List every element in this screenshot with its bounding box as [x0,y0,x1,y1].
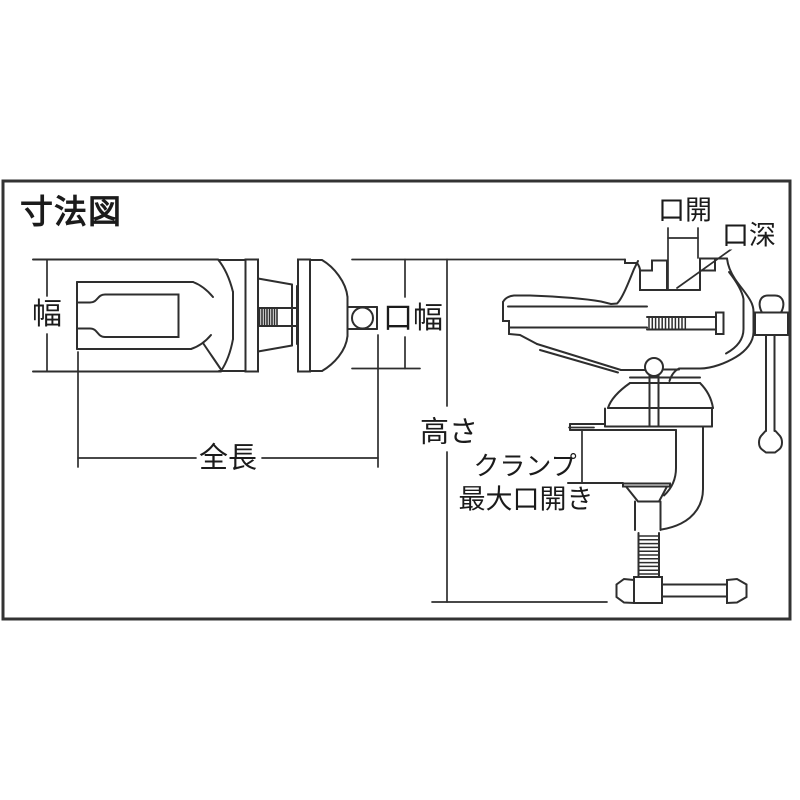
width-label: 幅 [30,298,64,331]
front-view-drawing [32,258,378,373]
front-view-dimensions [46,258,626,468]
jaw-depth-leader-line [676,247,734,289]
clamp-max-opening-label-line1: クランプ [471,451,579,481]
jaw-depth-label: 口深 [720,220,778,251]
jaw-width-label: 口幅 [381,302,445,335]
clamp-handle-left-knob [615,577,635,605]
total-length-label: 全長 [196,442,260,475]
height-label: 高さ [417,416,481,449]
screw-thread-hatch [648,316,687,331]
handle-ball-end [351,306,374,330]
jaw-opening-label: 口開 [656,195,714,226]
side-view-drawing [502,257,789,605]
page-title: 寸法図 [20,193,122,230]
pivot-pin-head [644,357,664,377]
side-view-dimensions [431,227,734,603]
clamp-max-opening-label-line2: 最大口開き [456,484,596,515]
spring-coil-hatch [258,307,278,327]
frame-border [1,179,792,621]
clamp-screw-thread-hatch [637,535,660,575]
clamp-handle-right-knob [726,577,748,605]
handle-rod-ball [757,430,784,454]
